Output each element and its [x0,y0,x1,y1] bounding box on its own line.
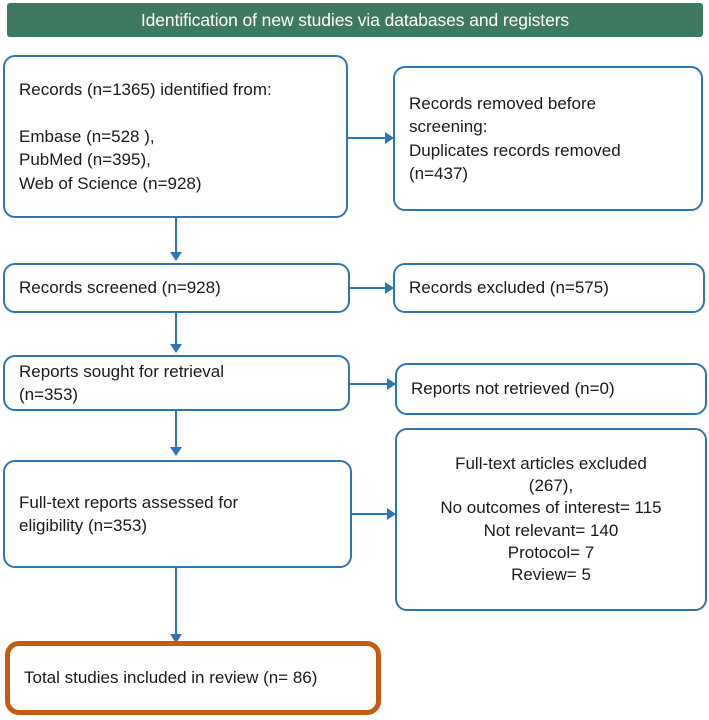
box-fulltext-assessed-text: Full-text reports assessed for eligibili… [19,492,239,535]
box-fulltext-assessed: Full-text reports assessed for eligibili… [3,460,352,568]
connector-identified-to-removed [348,137,385,139]
box-records-identified: Records (n=1365) identified from: Embase… [3,55,348,218]
box-records-excluded: Records excluded (n=575) [393,263,705,313]
box-records-screened-text: Records screened (n=928) [19,278,221,298]
box-total-included-text: Total studies included in review (n= 86) [24,668,318,688]
box-records-removed: Records removed before screening: Duplic… [393,66,703,211]
box-fulltext-excluded-text: Full-text articles excluded (267), No ou… [440,454,662,584]
box-reports-not-retrieved: Reports not retrieved (n=0) [395,363,707,415]
box-total-included: Total studies included in review (n= 86) [5,641,381,715]
box-reports-not-retrieved-text: Reports not retrieved (n=0) [411,379,615,399]
arrowhead-assessed-to-excluded [387,508,396,520]
arrowhead-assessed-to-included [170,634,182,643]
box-records-removed-text: Records removed before screening: Duplic… [409,93,621,183]
arrowhead-screened-to-sought [170,344,182,353]
connector-sought-to-not-retrieved [350,383,387,385]
arrowhead-screened-to-excluded [385,282,394,294]
connector-sought-to-assessed [175,411,177,449]
arrowhead-identified-to-removed [385,132,394,144]
connector-assessed-to-excluded [352,513,387,515]
identification-banner-label: Identification of new studies via databa… [140,9,570,30]
connector-assessed-to-included [175,568,177,636]
box-reports-sought-text: Reports sought for retrieval (n=353) [19,361,225,404]
box-fulltext-excluded: Full-text articles excluded (267), No ou… [395,428,707,611]
box-records-excluded-text: Records excluded (n=575) [409,278,609,298]
box-reports-sought: Reports sought for retrieval (n=353) [3,355,350,411]
connector-screened-to-excluded [350,287,385,289]
identification-banner: Identification of new studies via databa… [7,3,703,37]
arrowhead-sought-to-assessed [170,447,182,456]
box-records-screened: Records screened (n=928) [3,263,350,313]
arrowhead-identified-to-screened [170,252,182,261]
box-records-identified-text: Records (n=1365) identified from: Embase… [19,79,272,193]
connector-screened-to-sought [175,313,177,346]
arrowhead-sought-to-not-retrieved [387,378,396,390]
connector-identified-to-screened [175,218,177,254]
